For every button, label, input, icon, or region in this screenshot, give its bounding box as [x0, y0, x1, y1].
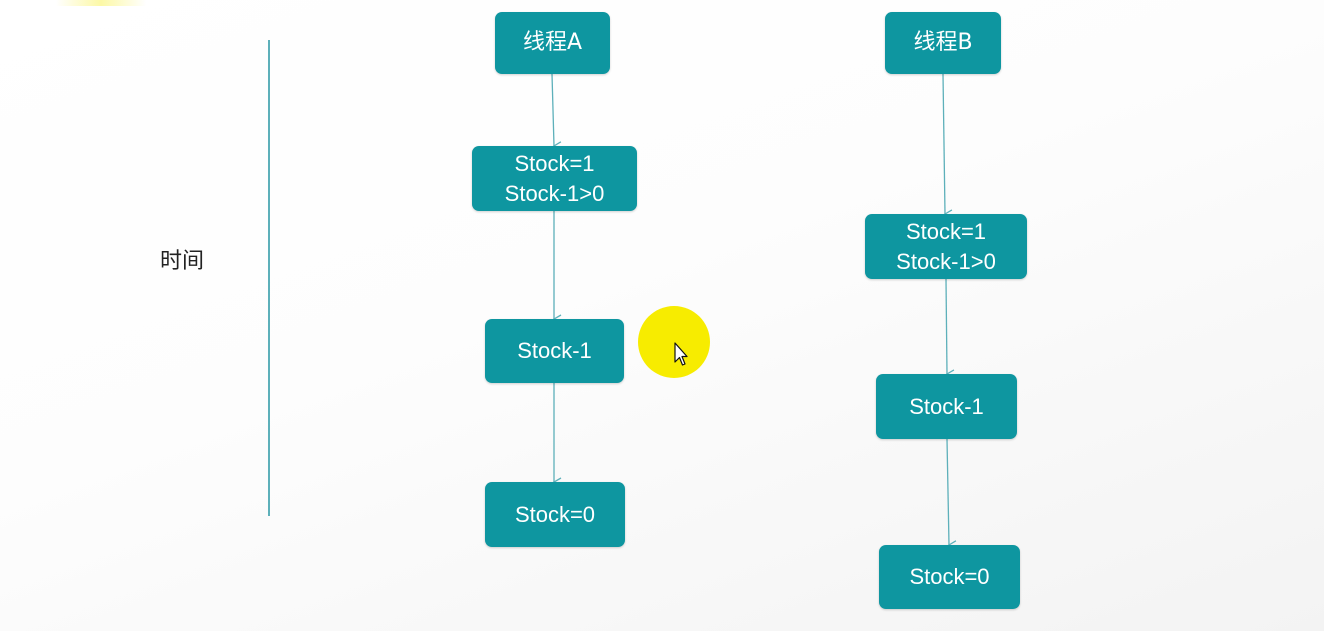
thread-b-title: 线程B [913, 30, 973, 55]
thread-b-step1-line1: Stock=1 [905, 218, 987, 244]
thread-a-step1-line1: Stock=1 [514, 150, 595, 176]
thread-b-step3-node: Stock=0 [879, 545, 1020, 609]
cursor-highlight [638, 306, 710, 378]
thread-b-step1-line2: Stock-1>0 [896, 248, 996, 274]
thread-b-step1-node: Stock=1 Stock-1>0 [865, 214, 1027, 279]
thread-a-title: 线程A [522, 30, 583, 55]
thread-a-step3-node: Stock=0 [485, 482, 625, 547]
thread-a-step1-line2: Stock-1>0 [504, 180, 605, 206]
thread-b-step2-line1: Stock-1 [909, 393, 984, 419]
thread-a-step2-node: Stock-1 [485, 319, 624, 383]
thread-a-step1-node: Stock=1 Stock-1>0 [472, 146, 637, 211]
arrow-b-step1-to-step2 [945, 278, 947, 374]
thread-b-step2-node: Stock-1 [876, 374, 1017, 439]
arrow-b-title-to-step1 [942, 73, 945, 214]
arrow-a-title-to-step1 [551, 73, 554, 146]
arrow-b-step2-to-step3 [946, 438, 949, 545]
thread-a-step3-line1: Stock=0 [514, 501, 596, 527]
thread-a-step2-line1: Stock-1 [517, 338, 592, 363]
thread-a-title-node: 线程A [495, 12, 610, 74]
corner-decoration [56, 0, 146, 6]
time-axis-label: 时间 [160, 249, 205, 274]
time-axis-line [268, 40, 270, 516]
mouse-cursor-icon [674, 342, 688, 366]
thread-b-step3-line1: Stock=0 [909, 564, 990, 589]
thread-b-title-node: 线程B [885, 12, 1001, 74]
